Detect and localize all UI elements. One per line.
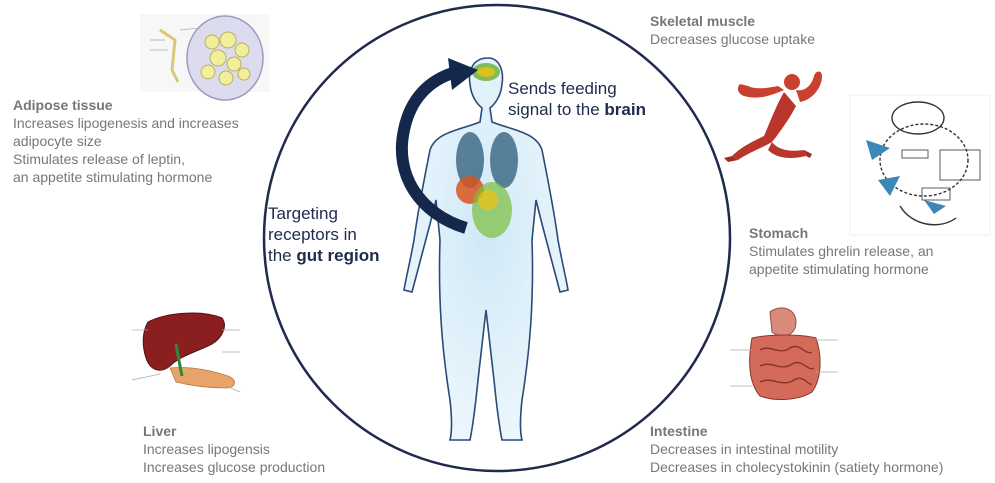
skeletal-muscle-title: Skeletal muscle [650,12,870,30]
gut-target-label: Targeting receptors in the gut region [268,203,408,266]
brain-signal-line-2: signal to the [508,100,604,119]
liver-line-2: Increases glucose production [143,458,383,476]
liver-title: Liver [143,422,383,440]
adipose-tissue-block: Adipose tissue Increases lipogenesis and… [13,96,303,186]
brain-signal-line-1: Sends feeding [508,78,678,99]
brain-emphasis: brain [604,100,646,119]
adipose-tissue-image [140,14,270,100]
liver-line-1: Increases lipogensis [143,440,383,458]
skeletal-muscle-block: Skeletal muscle Decreases glucose uptake [650,12,870,48]
skeletal-line-1: Decreases glucose uptake [650,30,870,48]
gut-target-line-3: the [268,246,296,265]
adipose-line-4: an appetite stimulating hormone [13,168,303,186]
gut-region-emphasis: gut region [296,246,379,265]
intestine-block: Intestine Decreases in intestinal motili… [650,422,990,476]
skeletal-muscle-image [724,72,822,163]
adipose-tissue-title: Adipose tissue [13,96,303,114]
intestine-image [730,308,838,400]
stomach-line-2: appetite stimulating hormone [749,260,989,278]
liver-image [132,313,240,392]
intestine-title: Intestine [650,422,990,440]
stomach-line-1: Stimulates ghrelin release, an [749,242,989,260]
liver-block: Liver Increases lipogensis Increases glu… [143,422,383,476]
intestine-line-1: Decreases in intestinal motility [650,440,990,458]
intestine-line-2: Decreases in cholecystokinin (satiety ho… [650,458,990,476]
brain-gut-schematic-image [850,95,990,235]
gut-highlight [472,182,512,238]
adipose-line-3: Stimulates release of leptin, [13,150,303,168]
stomach-block: Stomach Stimulates ghrelin release, an a… [749,224,989,278]
gut-target-line-2: receptors in [268,224,408,245]
brain-signal-label: Sends feeding signal to the brain [508,78,678,120]
stomach-title: Stomach [749,224,989,242]
adipose-line-1: Increases lipogenesis and increases [13,114,303,132]
gut-target-line-1: Targeting [268,203,408,224]
adipose-line-2: adipocyte size [13,132,303,150]
